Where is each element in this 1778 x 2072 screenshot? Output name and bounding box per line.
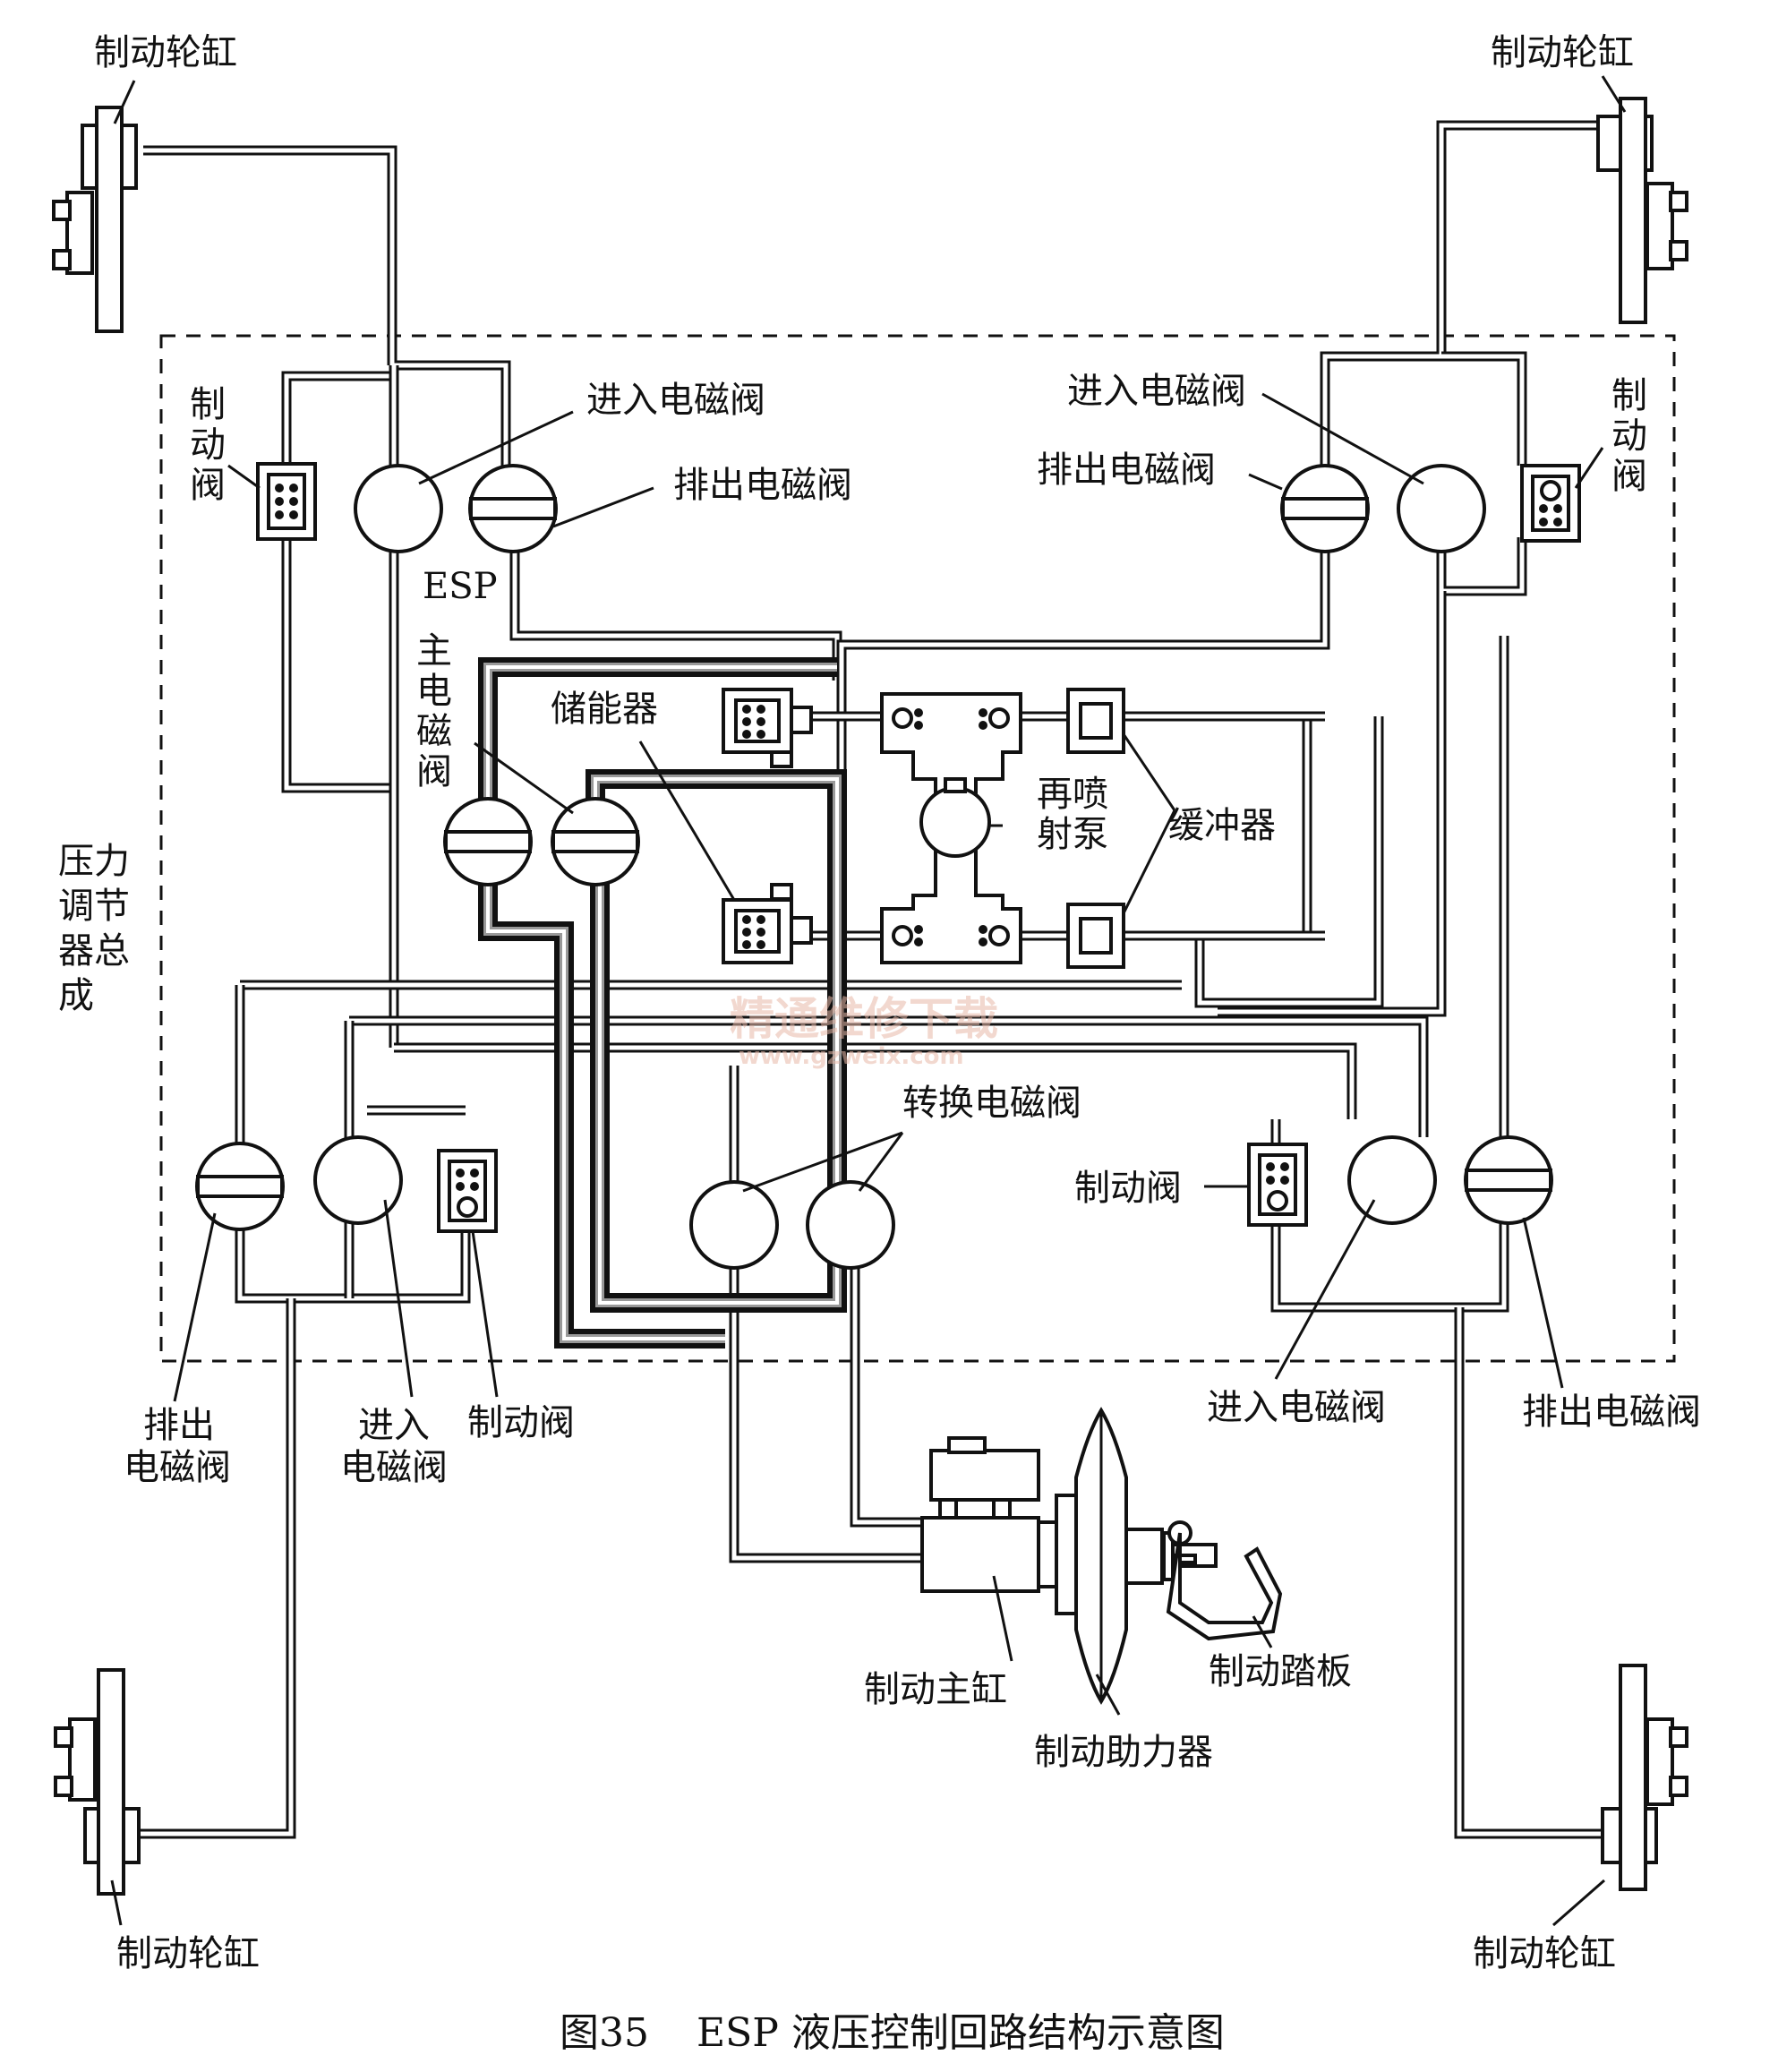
leader-lines — [110, 75, 1627, 1927]
accumulator-lower — [722, 883, 813, 964]
brake-pipes — [116, 120, 1634, 1839]
switch-valve-2 — [806, 1180, 895, 1270]
brake-valve-top-left — [256, 462, 317, 541]
outlet-valve-bottom-right — [1464, 1135, 1553, 1225]
wheel-cylinder-bottom-right — [1601, 1664, 1688, 1891]
label-outlet-valve-bottom-right: 排出电磁阀 — [1522, 1391, 1701, 1433]
svg-text:进入: 进入 — [358, 1405, 430, 1446]
label-inlet-valve-top-right: 进入电磁阀 — [1067, 371, 1246, 412]
label-outlet-valve-top-right: 排出电磁阀 — [1037, 450, 1216, 491]
label-pump: 再喷 射泵 — [1037, 774, 1108, 855]
label-brake-valve-top-left: 制 动 阀 — [190, 384, 226, 506]
wheel-cylinder-top-left — [52, 106, 138, 333]
svg-text:电磁阀: 电磁阀 — [340, 1447, 448, 1488]
svg-text:制: 制 — [1611, 375, 1647, 416]
main-solenoid-valve-2 — [551, 797, 640, 886]
master-cylinder — [920, 1436, 1058, 1593]
svg-text:磁: 磁 — [416, 711, 452, 752]
caption-title: ESP 液压控制回路结构示意图 — [697, 2010, 1225, 2056]
return-pump — [880, 692, 1022, 964]
svg-text:射泵: 射泵 — [1037, 814, 1108, 855]
label-wheel-cylinder-top-right: 制动轮缸 — [1491, 32, 1634, 73]
label-damper: 缓冲器 — [1168, 805, 1276, 846]
svg-text:调节: 调节 — [58, 886, 130, 927]
wheel-cylinder-top-right — [1596, 97, 1688, 324]
svg-text:器总: 器总 — [58, 930, 130, 972]
label-wheel-cylinder-top-left: 制动轮缸 — [94, 32, 237, 73]
brake-pedal — [1162, 1520, 1283, 1641]
outlet-valve-top-right — [1280, 464, 1370, 553]
figure-caption: 图35 ESP 液压控制回路结构示意图 — [560, 2010, 1225, 2056]
svg-text:成: 成 — [58, 975, 94, 1016]
inlet-valve-top-left — [354, 464, 443, 553]
svg-text:阀: 阀 — [1611, 456, 1647, 497]
caption-figure-number: 图35 — [560, 2010, 649, 2056]
svg-text:压力: 压力 — [58, 841, 130, 882]
brake-valve-bottom-right — [1247, 1143, 1308, 1227]
svg-text:阀: 阀 — [416, 751, 452, 792]
label-master-cylinder: 制动主缸 — [864, 1669, 1007, 1710]
accumulator-upper — [722, 688, 813, 768]
label-outlet-valve-bottom-left: 排出 电磁阀 — [124, 1405, 231, 1488]
outlet-valve-top-left — [468, 464, 558, 553]
watermark-title: 精通维修下载 — [730, 993, 998, 1045]
inlet-valve-top-right — [1397, 464, 1486, 553]
label-wheel-cylinder-bottom-left: 制动轮缸 — [116, 1933, 260, 1974]
damper-lower — [1066, 903, 1125, 969]
outlet-valve-bottom-left — [195, 1142, 285, 1231]
svg-text:电磁阀: 电磁阀 — [124, 1447, 231, 1488]
label-brake-valve-bottom-right: 制动阀 — [1074, 1168, 1182, 1209]
label-wheel-cylinder-bottom-right: 制动轮缸 — [1473, 1933, 1616, 1974]
brake-valve-top-right — [1520, 464, 1581, 543]
label-outlet-valve-top-left: 排出电磁阀 — [673, 465, 852, 506]
pressure-modulator-boundary — [159, 334, 1676, 1363]
label-esp: ESP — [423, 566, 498, 607]
svg-text:再喷: 再喷 — [1037, 774, 1108, 815]
brake-valve-bottom-left — [437, 1149, 498, 1233]
svg-text:动: 动 — [1611, 415, 1647, 457]
label-pressure-modulator: 压力 调节 器总 成 — [58, 841, 130, 1016]
label-brake-pedal: 制动踏板 — [1209, 1651, 1352, 1692]
watermark-url: www.gzweix.com — [739, 1043, 964, 1070]
label-inlet-valve-bottom-left: 进入 电磁阀 — [340, 1405, 448, 1488]
svg-text:主: 主 — [416, 630, 452, 672]
svg-text:制: 制 — [190, 384, 226, 425]
inlet-valve-bottom-left — [313, 1135, 403, 1225]
svg-text:动: 动 — [190, 424, 226, 466]
brake-booster — [1055, 1407, 1218, 1705]
label-accumulator: 储能器 — [551, 689, 658, 730]
inlet-valve-bottom-right — [1347, 1135, 1437, 1225]
wheel-cylinder-bottom-left — [54, 1668, 141, 1896]
label-brake-booster: 制动助力器 — [1034, 1732, 1213, 1773]
label-switch-valve: 转换电磁阀 — [902, 1083, 1081, 1124]
label-brake-valve-top-right: 制 动 阀 — [1611, 375, 1647, 497]
label-brake-valve-bottom-left: 制动阀 — [467, 1402, 575, 1443]
main-solenoid-valve-1 — [443, 797, 533, 886]
svg-text:电: 电 — [416, 671, 452, 712]
label-main-valve: 主 电 磁 阀 — [416, 630, 452, 792]
damper-upper — [1066, 688, 1125, 754]
label-inlet-valve-top-left: 进入电磁阀 — [586, 380, 765, 421]
svg-text:排出: 排出 — [143, 1405, 215, 1446]
svg-text:阀: 阀 — [190, 465, 226, 506]
label-inlet-valve-bottom-right: 进入电磁阀 — [1207, 1387, 1386, 1428]
switch-valve-1 — [689, 1180, 779, 1270]
